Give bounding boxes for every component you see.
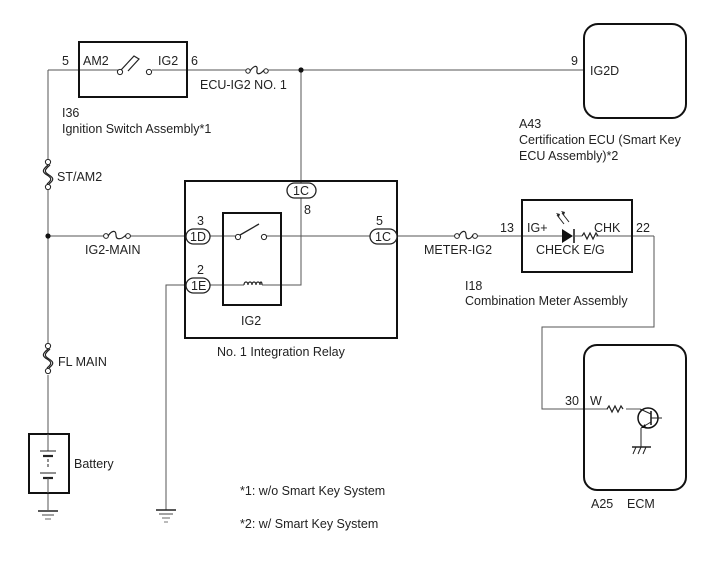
pin-number: 3 [197,214,204,228]
wires [47,69,655,510]
connector-1c-right [369,228,398,245]
pin-number: 5 [62,54,69,68]
fuse-icon [42,348,52,369]
switch-lever-icon [120,55,140,72]
component-name: No. 1 Integration Relay [217,345,346,359]
switch-contact [116,68,124,76]
battery-box [28,433,70,494]
combination-meter: 13 IG+ CHK 22 CHECK E/G I18 Combination … [465,199,650,308]
ignition-switch: 5 AM2 IG2 6 I36 Ignition Switch Assembly… [62,41,211,136]
pin-number: 9 [571,54,578,68]
footnote: *2: w/ Smart Key System [240,517,378,531]
certification-ecu-box [583,23,687,119]
ecm: 30 W A25 ECM [565,344,687,511]
component-name: Certification ECU (Smart Key [519,133,682,147]
relay-inner-box [222,212,282,306]
pin-label: IG+ [527,221,548,235]
resistor-icon [606,404,624,414]
component-name: ECU Assembly)*2 [519,149,618,163]
led-icon [562,229,573,243]
component-name: ECM [627,497,655,511]
component-code: I18 [465,279,482,293]
relay-coil-2 [262,198,302,286]
pin-number: 22 [636,221,650,235]
battery: Battery [28,433,114,494]
pin-number: 8 [304,203,311,217]
fuse-icon [249,65,265,75]
ground-icon [156,509,176,523]
junction-dot [45,233,51,239]
fuse-label: METER-IG2 [424,243,492,257]
footnotes: *1: w/o Smart Key System *2: w/ Smart Ke… [240,484,385,531]
ecm-box [583,344,687,491]
connector-label: 1D [190,230,206,244]
pin-number: 30 [565,394,579,408]
connector-label: 1C [375,230,391,244]
component-code: I36 [62,106,79,120]
relay-outer-box [184,180,398,339]
pin-number: 5 [376,214,383,228]
fuse-label: IG2-MAIN [85,243,141,257]
connector-1e [185,277,211,294]
ground-icon [38,510,58,520]
fuse-label: FL MAIN [58,355,107,369]
fuse-icon [458,230,474,240]
indicator-label: CHECK E/G [536,243,605,257]
component-code: A25 [591,497,613,511]
pin-number: 2 [197,263,204,277]
component-name: Battery [74,457,114,471]
relay-coil-icon [243,281,263,286]
fuse-ecu-ig2: ECU-IG2 NO. 1 [200,65,287,92]
wire-chk-ecm [541,236,655,410]
pin-label: CHK [594,221,621,235]
resistor-icon [581,231,599,241]
fuse-label: ECU-IG2 NO. 1 [200,78,287,92]
integration-relay: 1C 8 1D 3 1E 2 1C 5 IG2 No. 1 Integratio… [184,180,398,359]
relay-label: IG2 [241,314,261,328]
component-name: Combination Meter Assembly [465,294,628,308]
fuse-ig2-main: IG2-MAIN [85,230,141,257]
footnote: *1: w/o Smart Key System [240,484,385,498]
fuse-meter-ig2: METER-IG2 [424,230,492,257]
fuse-icon [42,164,52,185]
connector-label: 1E [191,279,206,293]
ignition-switch-box [78,41,188,98]
pin-label: IG2 [158,54,178,68]
junction-dot [298,67,304,73]
component-code: A43 [519,117,541,131]
fuse-icon [107,230,127,240]
pin-label: AM2 [83,54,109,68]
wire-relay-ground [165,284,186,510]
pin-label: IG2D [590,64,619,78]
fuse-fl-main: FL MAIN [42,342,107,375]
pin-number: 13 [500,221,514,235]
connector-1c-top [286,182,317,199]
certification-ecu: 9 IG2D A43 Certification ECU (Smart Key … [519,23,687,163]
connector-label: 1C [293,184,309,198]
component-name: Ignition Switch Assembly*1 [62,122,211,136]
pin-label: W [590,394,602,408]
combination-meter-box [521,199,633,273]
relay-switch-icon [239,223,260,236]
connector-1d [185,228,211,245]
switch-contact [145,68,153,76]
pin-number: 6 [191,54,198,68]
fuse-label: ST/AM2 [57,170,102,184]
fuse-st-am2: ST/AM2 [42,158,102,191]
